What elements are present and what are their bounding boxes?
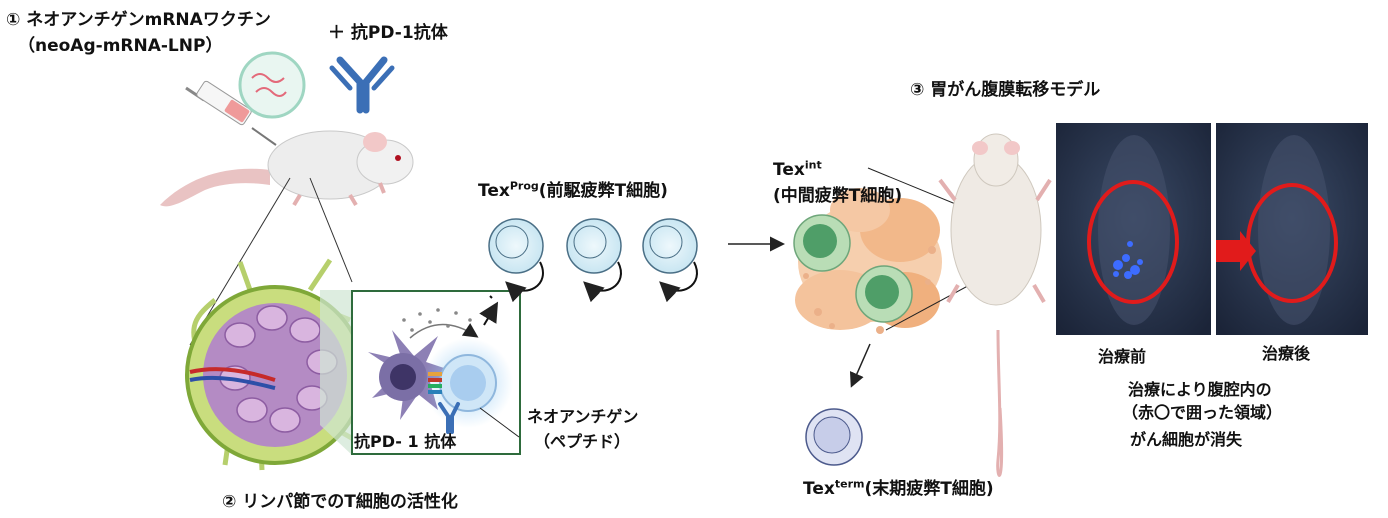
neoantigen-label: ネオアンチゲン <box>527 407 639 426</box>
tcr-complex-icon <box>428 372 442 394</box>
pd1-antibody-label: 抗PD- 1 抗体 <box>354 432 457 451</box>
syringe-icon <box>185 80 277 146</box>
result-line-2: （赤〇で囲った領域） <box>1122 403 1283 422</box>
vaccine-title: ① ネオアンチゲンmRNAワクチン <box>6 10 271 30</box>
tex-int-label: Texint <box>773 158 822 180</box>
image-before-panel <box>1056 123 1211 335</box>
lnp-particle-icon <box>238 51 306 119</box>
after-label: 治療後 <box>1262 344 1311 363</box>
result-line-3: がん細胞が消失 <box>1130 430 1243 449</box>
lymph-caption: ② リンパ節でのT細胞の活性化 <box>222 492 458 512</box>
tex-prog-cell <box>566 218 622 303</box>
pd1-antibody-small-icon <box>438 402 460 434</box>
tex-int-cell-icon <box>793 214 851 272</box>
activated-t-cell-icon <box>423 338 513 428</box>
tex-prog-cells <box>488 218 698 303</box>
tex-int-desc: (中間疲弊T細胞) <box>773 186 903 206</box>
image-after-panel <box>1216 123 1368 335</box>
mouse-top-icon <box>938 133 1052 477</box>
tex-prog-cell <box>642 218 698 303</box>
highlight-ellipse-before <box>1087 180 1179 304</box>
tex-prog-label: TexProg(前駆疲弊T細胞) <box>478 179 668 201</box>
result-line-1: 治療により腹腔内の <box>1128 380 1272 399</box>
tex-prog-cell <box>488 218 544 303</box>
tex-int-cell-icon <box>855 265 913 323</box>
antibody-icon <box>329 56 395 114</box>
tex-term-label: Texterm(末期疲弊T細胞) <box>803 477 994 499</box>
model-title: ③ 胃がん腹膜転移モデル <box>910 80 1101 100</box>
vaccine-subtitle: （neoAg-mRNA-LNP） <box>18 36 223 56</box>
peptide-label: （ペプチド） <box>534 432 631 451</box>
plus-antibody-label: ＋ 抗PD-1抗体 <box>328 23 448 43</box>
before-label: 治療前 <box>1098 347 1147 366</box>
mouse-side-icon <box>160 130 414 207</box>
tex-term-cell-icon <box>805 408 863 466</box>
